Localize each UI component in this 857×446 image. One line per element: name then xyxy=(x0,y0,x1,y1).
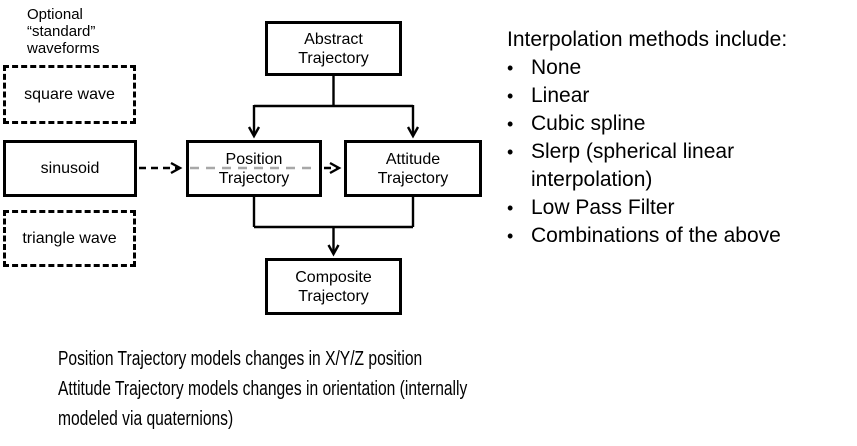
interpolation-item-label: Linear xyxy=(531,84,590,107)
interpolation-item: • Combinations of the above xyxy=(507,222,852,250)
footnote-line: Attitude Trajectory models changes in or… xyxy=(58,378,468,400)
waveforms-caption: Optional “standard” waveforms xyxy=(27,6,100,57)
interpolation-heading: Interpolation methods include: xyxy=(507,28,788,51)
composite-trajectory-label: Composite Trajectory xyxy=(295,268,372,305)
bullet-icon: • xyxy=(507,114,514,134)
square-wave-box: square wave xyxy=(3,65,136,124)
interpolation-item: • Linear xyxy=(507,82,852,110)
composite-trajectory-box: Composite Trajectory xyxy=(265,258,402,315)
bullet-icon: • xyxy=(507,226,514,246)
bullet-icon: • xyxy=(507,198,514,218)
interpolation-item-label: Low Pass Filter xyxy=(531,196,675,219)
caption-line: “standard” xyxy=(27,23,96,40)
position-trajectory-box: Position Trajectory xyxy=(186,140,322,197)
interpolation-item: • None xyxy=(507,54,852,82)
interpolation-item: • Slerp (spherical linear interpolation) xyxy=(507,138,852,194)
caption-line: Optional xyxy=(27,6,83,23)
bullet-icon: • xyxy=(507,142,514,162)
interpolation-item-label: Slerp (spherical linear interpolation) xyxy=(531,140,735,191)
interpolation-item: • Cubic spline xyxy=(507,110,852,138)
abstract-trajectory-box: Abstract Trajectory xyxy=(265,21,402,76)
interpolation-item-label: Cubic spline xyxy=(531,112,646,135)
attitude-trajectory-box: Attitude Trajectory xyxy=(344,140,482,197)
interpolation-panel: Interpolation methods include: • None • … xyxy=(507,26,852,250)
interpolation-list: • None • Linear • Cubic spline • Slerp (… xyxy=(507,54,852,250)
footnote-line: Position Trajectory models changes in X/… xyxy=(58,348,423,370)
interpolation-item-label: None xyxy=(531,56,582,79)
triangle-wave-box: triangle wave xyxy=(3,210,136,267)
square-wave-label: square wave xyxy=(24,86,115,103)
footnote-line: modeled via quaternions) xyxy=(58,408,234,430)
sinusoid-label: sinusoid xyxy=(40,160,100,177)
sinusoid-box: sinusoid xyxy=(3,140,137,197)
interpolation-item-label: Combinations of the above xyxy=(531,224,781,247)
bullet-icon: • xyxy=(507,86,514,106)
footnote: Position Trajectory models changes in X/… xyxy=(58,344,467,434)
caption-line: waveforms xyxy=(27,40,100,57)
interpolation-item: • Low Pass Filter xyxy=(507,194,852,222)
attitude-trajectory-label: Attitude Trajectory xyxy=(377,150,449,187)
abstract-trajectory-label: Abstract Trajectory xyxy=(298,30,369,67)
position-trajectory-label: Position Trajectory xyxy=(218,150,290,187)
bullet-icon: • xyxy=(507,58,514,78)
triangle-wave-label: triangle wave xyxy=(22,230,117,247)
